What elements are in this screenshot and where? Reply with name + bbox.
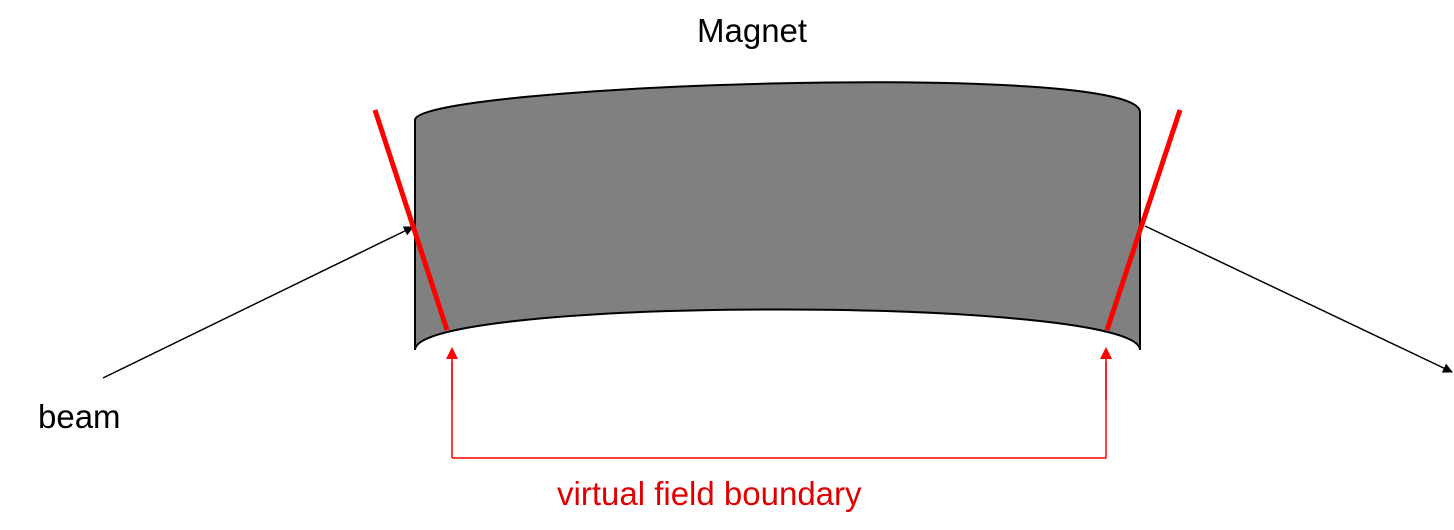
right-field-boundary xyxy=(1104,109,1183,331)
outgoing-beam-arrow xyxy=(1144,225,1453,373)
incoming-beam-arrow xyxy=(102,226,414,379)
magnet-title: Magnet xyxy=(697,12,808,49)
boundary-bracket xyxy=(451,362,1107,459)
virtual-field-boundary-label: virtual field boundary xyxy=(557,475,862,512)
beam-label: beam xyxy=(38,398,121,435)
magnet-body xyxy=(414,81,1141,351)
left-field-boundary xyxy=(372,109,450,331)
